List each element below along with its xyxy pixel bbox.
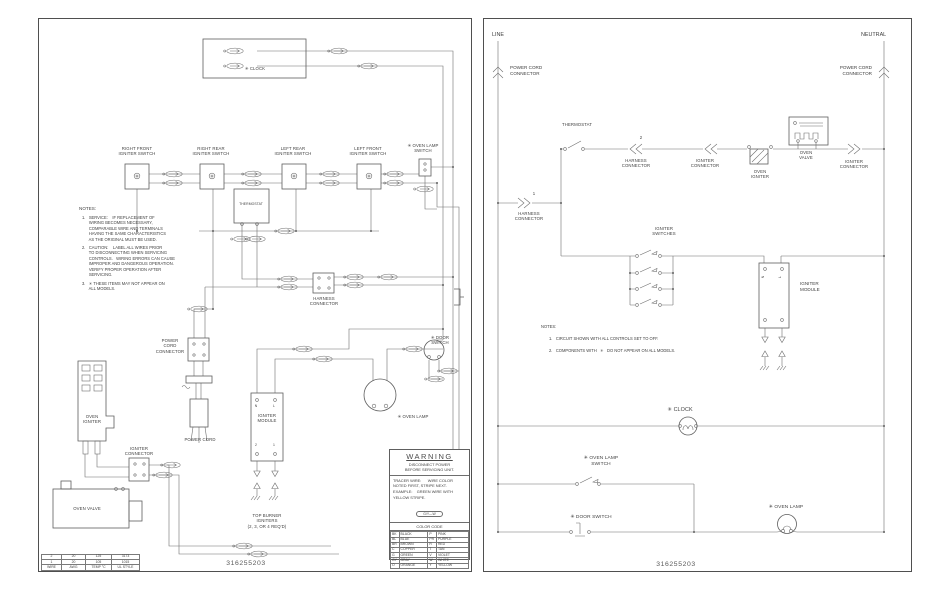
warning-title: WARNING xyxy=(406,452,453,461)
label-igniter-connector-right: IGNITER CONNECTOR xyxy=(839,159,869,170)
label-power-cord-connector-neutral: POWER CORD CONNECTOR xyxy=(839,65,872,77)
label-power-cord: POWER CORD xyxy=(184,437,216,442)
edge-connector-bracket xyxy=(454,288,464,306)
note-1: 1. SERVICE: IF REPLACEMENT OF WIRING BEC… xyxy=(82,215,167,242)
oven-igniter-symbol-right xyxy=(747,145,773,165)
harness-connector-symbol xyxy=(312,272,335,294)
door-switch-symbol-right xyxy=(569,522,591,537)
sheet-left: ✳ CLOCK RIGHT FRONT IGNITER SWITCH RIGHT… xyxy=(38,18,472,572)
label-oven-lamp-switch-right: ✳ OVEN LAMP SWITCH xyxy=(583,456,619,467)
label-right-front-igniter-switch: RIGHT FRONT IGNITER SWITCH xyxy=(118,146,156,157)
part-number-right: 316255203 xyxy=(656,561,696,568)
module-terminal-l: L xyxy=(273,404,275,408)
label-harness-connector-2-num: 2 xyxy=(639,135,643,140)
label-harness-connector-1: HARNESS CONNECTOR xyxy=(514,211,544,222)
module-terminal-l-right: L xyxy=(777,276,782,278)
door-switch-symbol xyxy=(423,339,445,361)
label-clock: ✳ CLOCK xyxy=(244,66,266,71)
label-neutral: NEUTRAL xyxy=(861,32,887,38)
igniter-switch-boxes xyxy=(124,163,382,190)
oven-valve-symbol xyxy=(52,480,143,529)
label-right-rear-igniter-switch: RIGHT REAR IGNITER SWITCH xyxy=(192,146,230,157)
label-oven-valve: OVEN VALVE xyxy=(73,506,101,511)
module-terminal-1: 1 xyxy=(273,443,275,447)
tracer-wire-text: TRACER WIRE: WIRE COLOR NOTED FIRST, STR… xyxy=(393,477,453,500)
sheet-right: LINE NEUTRAL POWER CORD CONNECTOR POWER … xyxy=(483,18,912,572)
label-harness-connector-1-num: 1 xyxy=(532,191,536,196)
tracer-example: G/Y—W xyxy=(390,501,469,524)
label-oven-lamp-right: ✳ OVEN LAMP xyxy=(768,505,804,510)
igniter-switches-symbol xyxy=(629,249,674,307)
label-line: LINE xyxy=(492,32,504,38)
color-code-title: COLOR CODE xyxy=(390,523,469,532)
left-schematic-drawing xyxy=(52,38,464,558)
clock-symbol xyxy=(678,416,698,436)
power-cord-assembly xyxy=(185,337,213,428)
label-oven-igniter-right: OVEN IGNITER xyxy=(750,169,770,180)
label-thermostat: THERMOSTAT xyxy=(239,202,263,206)
warning-box: WARNING DISCONNECT POWER BEFORE SERVICIN… xyxy=(389,449,470,569)
part-number-left: 316255203 xyxy=(226,560,266,567)
label-oven-valve-right: OVEN VALVE xyxy=(799,150,813,161)
label-oven-lamp: ✳ OVEN LAMP xyxy=(397,414,429,419)
note-2-right: 2. COMPONENTS WITH ✳ DO NOT APPEAR ON AL… xyxy=(549,348,676,353)
notes-title-right: NOTES: xyxy=(541,324,557,329)
label-thermostat-right: THERMOSTAT xyxy=(562,122,592,127)
thermostat-symbol xyxy=(233,188,270,226)
right-junctions xyxy=(497,148,885,533)
label-igniter-connector: IGNITER CONNECTOR xyxy=(124,446,154,457)
label-power-cord-connector-line: POWER CORD CONNECTOR xyxy=(510,65,543,77)
label-left-rear-igniter-switch: LEFT REAR IGNITER SWITCH xyxy=(274,146,312,157)
note-2: 2. CAUTION: LABEL ALL WIRES PRIOR TO DIS… xyxy=(82,245,176,277)
label-igniter-connector-mid: IGNITER CONNECTOR xyxy=(690,158,720,169)
label-door-switch: ✳ DOOR SWITCH xyxy=(430,335,450,346)
oven-igniter-symbol xyxy=(77,360,115,455)
igniter-connector-symbol xyxy=(128,457,150,482)
notes-title: NOTES: xyxy=(79,206,97,211)
label-door-switch-right: ✳ DOOR SWITCH xyxy=(570,515,612,520)
label-oven-igniter: OVEN IGNITER xyxy=(82,414,102,425)
oven-lamp-symbol xyxy=(363,378,397,412)
note-3: 3. ✳ THESE ITEMS MAY NOT APPEAR ON ALL M… xyxy=(82,281,165,292)
module-terminal-n: N xyxy=(254,404,258,408)
label-left-front-igniter-switch: LEFT FRONT IGNITER SWITCH xyxy=(349,146,387,157)
label-igniter-module: IGNITER MODULE xyxy=(257,413,277,424)
label-harness-connector-2: HARNESS CONNECTOR xyxy=(621,158,651,169)
tracer-example-tag: G/Y—W xyxy=(416,511,443,518)
igniter-module-symbol xyxy=(250,392,284,501)
left-junctions xyxy=(136,166,454,330)
label-harness-connector: HARNESS CONNECTOR xyxy=(309,296,339,307)
label-igniter-module-right: IGNITER MODULE xyxy=(800,281,820,293)
warning-subtitle: DISCONNECT POWER BEFORE SERVICING UNIT. xyxy=(390,461,469,476)
right-wiring xyxy=(492,41,890,537)
oven-lamp-switch-symbol xyxy=(418,158,432,177)
oven-valve-symbol-right xyxy=(788,116,829,149)
label-clock-right: ✳ CLOCK xyxy=(667,407,693,413)
right-schematic-drawing xyxy=(492,41,890,537)
clock-assembly xyxy=(202,38,307,79)
label-igniter-switches: IGNITER SWITCHES xyxy=(652,226,676,237)
oven-lamp-symbol-right xyxy=(776,514,798,534)
label-oven-lamp-switch: ✳ OVEN LAMP SWITCH xyxy=(407,143,439,154)
note-1-right: 1. CIRCUIT SHOWN WITH ALL CONTROLS SET T… xyxy=(549,336,659,341)
igniter-module-symbol-right xyxy=(758,262,790,371)
module-terminal-n-right: N xyxy=(761,275,766,279)
label-top-burner-igniters: TOP BURNER IGNITERS (2, 3, OR 4 REQ'D) xyxy=(247,513,287,529)
label-power-cord-connector: POWER CORD CONNECTOR xyxy=(155,338,185,354)
module-terminal-2: 2 xyxy=(255,443,257,447)
